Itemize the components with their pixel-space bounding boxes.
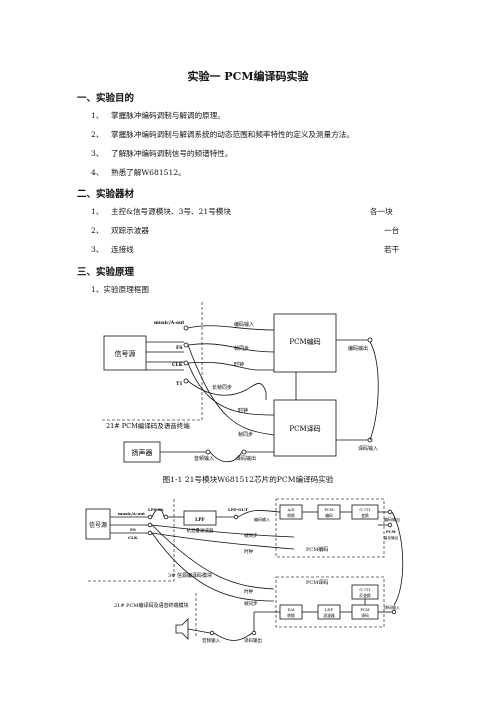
list-item: 1、掌握脉冲编码调制与解调的原理。 — [91, 111, 225, 120]
label-pcm-enc-block2: 编码 — [325, 513, 333, 518]
module-border — [100, 302, 203, 421]
port-clk — [183, 360, 189, 366]
label-lpf-out: LPF-OUT — [228, 507, 248, 512]
pcm-enc-region — [275, 498, 385, 558]
label-pcm-tx2: 量化输出 — [384, 535, 399, 540]
label-frame-sync: 帧同步 — [234, 345, 249, 352]
label-g711-enc: 变换 — [361, 513, 369, 518]
label-speaker: 扬声器 — [132, 448, 153, 457]
pin-label: CLK — [172, 362, 184, 368]
port-music — [183, 325, 189, 331]
label-source: 信号源 — [89, 521, 107, 529]
section-heading-principle: 三、实验原理 — [77, 267, 135, 278]
label-pcm-enc: PCM编码 — [289, 337, 320, 346]
label-pcm-dec-block: PCM — [360, 607, 369, 612]
label-clock-2: 时钟 — [244, 588, 253, 595]
pcm-decoder-box — [273, 399, 337, 457]
label-dec-out: 译码输出 — [244, 637, 262, 644]
label-lpf-in: LPF-IN — [148, 507, 164, 512]
pin-label: FS — [176, 345, 182, 351]
pin-label: CLK — [128, 535, 138, 540]
list-item: 1、主控&信号源模块、3号、21号模块 — [91, 207, 231, 216]
quantity: 一台 — [384, 226, 400, 235]
label-enc-out: 编码输出 — [348, 345, 368, 352]
pcm-encoder-box — [273, 313, 337, 373]
label-frame-sync-2: 帧同步 — [238, 431, 253, 438]
label-clock: 时钟 — [234, 361, 244, 368]
label-frame-sync-2: 帧同步 — [244, 600, 258, 607]
label-enc-out: 编码输出 — [384, 516, 400, 522]
label-ldf: LDF — [325, 607, 334, 612]
list-item: 4、熟悉了解W681512。 — [91, 168, 186, 177]
label-g711: G.711 — [359, 507, 370, 512]
label-clock-2: 时钟 — [238, 407, 248, 414]
label-clock: 时钟 — [244, 548, 253, 555]
figure-2-detailed-diagram: 信号源 music/A-out FS CLK LPF-IN LPF 抗混叠滤波器… — [85, 498, 404, 644]
port-fs — [183, 342, 189, 348]
label-pcm-dec: PCM译码 — [306, 579, 328, 586]
label-long-frame: 长帧同步 — [212, 384, 232, 391]
section-heading-equipment: 二、实验器材 — [77, 189, 135, 200]
label-pcm-dec-block2: 译码 — [361, 613, 369, 618]
label-aa-filter: 抗混叠滤波器 — [187, 527, 214, 534]
page-title: 实验一 PCM编译码实验 — [187, 70, 309, 83]
pin-label: music/A-out — [118, 511, 145, 516]
label-da2: 转换 — [287, 613, 295, 618]
module3-border — [86, 499, 175, 582]
label-pcm-tx: PCM — [386, 530, 396, 534]
list-item: 2、双踪示波器 — [91, 226, 149, 235]
pin-label: FS — [130, 527, 136, 532]
label-module: 21# PCM编译码及语音终端 — [106, 421, 190, 430]
label-ad2: 转换 — [287, 513, 295, 518]
label-lpf: LPF — [195, 517, 206, 523]
port-t1 — [183, 378, 189, 384]
list-item: 2、掌握脉冲编码调制与解调系统的动态范围和频率特性的定义及测量方法。 — [91, 130, 354, 139]
pin-label: T1 — [176, 381, 182, 387]
pcm-dec-region — [275, 576, 385, 628]
label-ad: A/D — [286, 507, 294, 512]
lpf-box — [183, 510, 217, 526]
label-pcm-enc: PCM编码 — [306, 546, 328, 553]
label-audio-in: 音频输入 — [202, 637, 220, 644]
figure-1-block-diagram: 信号源 扬声器 music/A-out FS CLK T1 PCM编码 PCM译… — [100, 302, 379, 463]
label-dec-in: 译码输入 — [358, 445, 378, 452]
label-source: 信号源 — [115, 349, 136, 358]
label-dec-out: 译码输出 — [236, 455, 256, 462]
quantity: 各一块 — [370, 207, 393, 216]
label-enc-in: 编码输入 — [234, 321, 254, 328]
pin-label: music/A-out — [154, 320, 185, 326]
quantity: 若干 — [384, 245, 400, 254]
signal-source-box — [85, 508, 111, 540]
label-g711-2: G.711 — [359, 587, 370, 592]
label-pcm-dec: PCM译码 — [289, 425, 320, 433]
list-item: 3、了解脉冲编码调制信号的频谱特性。 — [91, 149, 233, 158]
label-enc-in: 编码输入 — [254, 516, 270, 522]
label-g711-dec: 反变换 — [359, 593, 371, 598]
section-heading-objectives: 一、实验目的 — [77, 93, 135, 104]
signal-source-box — [103, 335, 147, 371]
list-item: 3、连接线 — [91, 245, 134, 254]
label-frame-sync: 帧同步 — [244, 532, 258, 539]
label-module21: 21# PCM编译码及语音终端模块 — [114, 602, 188, 609]
label-dec-in: 译码输入 — [384, 604, 400, 610]
label-ldf2: 滤波器 — [323, 613, 335, 618]
label-da: D/A — [287, 607, 294, 612]
label-module3: 3# 信源编译码模块 — [168, 572, 212, 579]
label-pcm-enc-block: PCM — [324, 507, 333, 512]
figure-caption: 图1-1 21号模块W681512芯片的PCM编译码实验 — [162, 475, 334, 484]
subheading: 1、实验原理框图 — [91, 285, 149, 294]
label-audio-in: 音频输入 — [194, 455, 214, 462]
